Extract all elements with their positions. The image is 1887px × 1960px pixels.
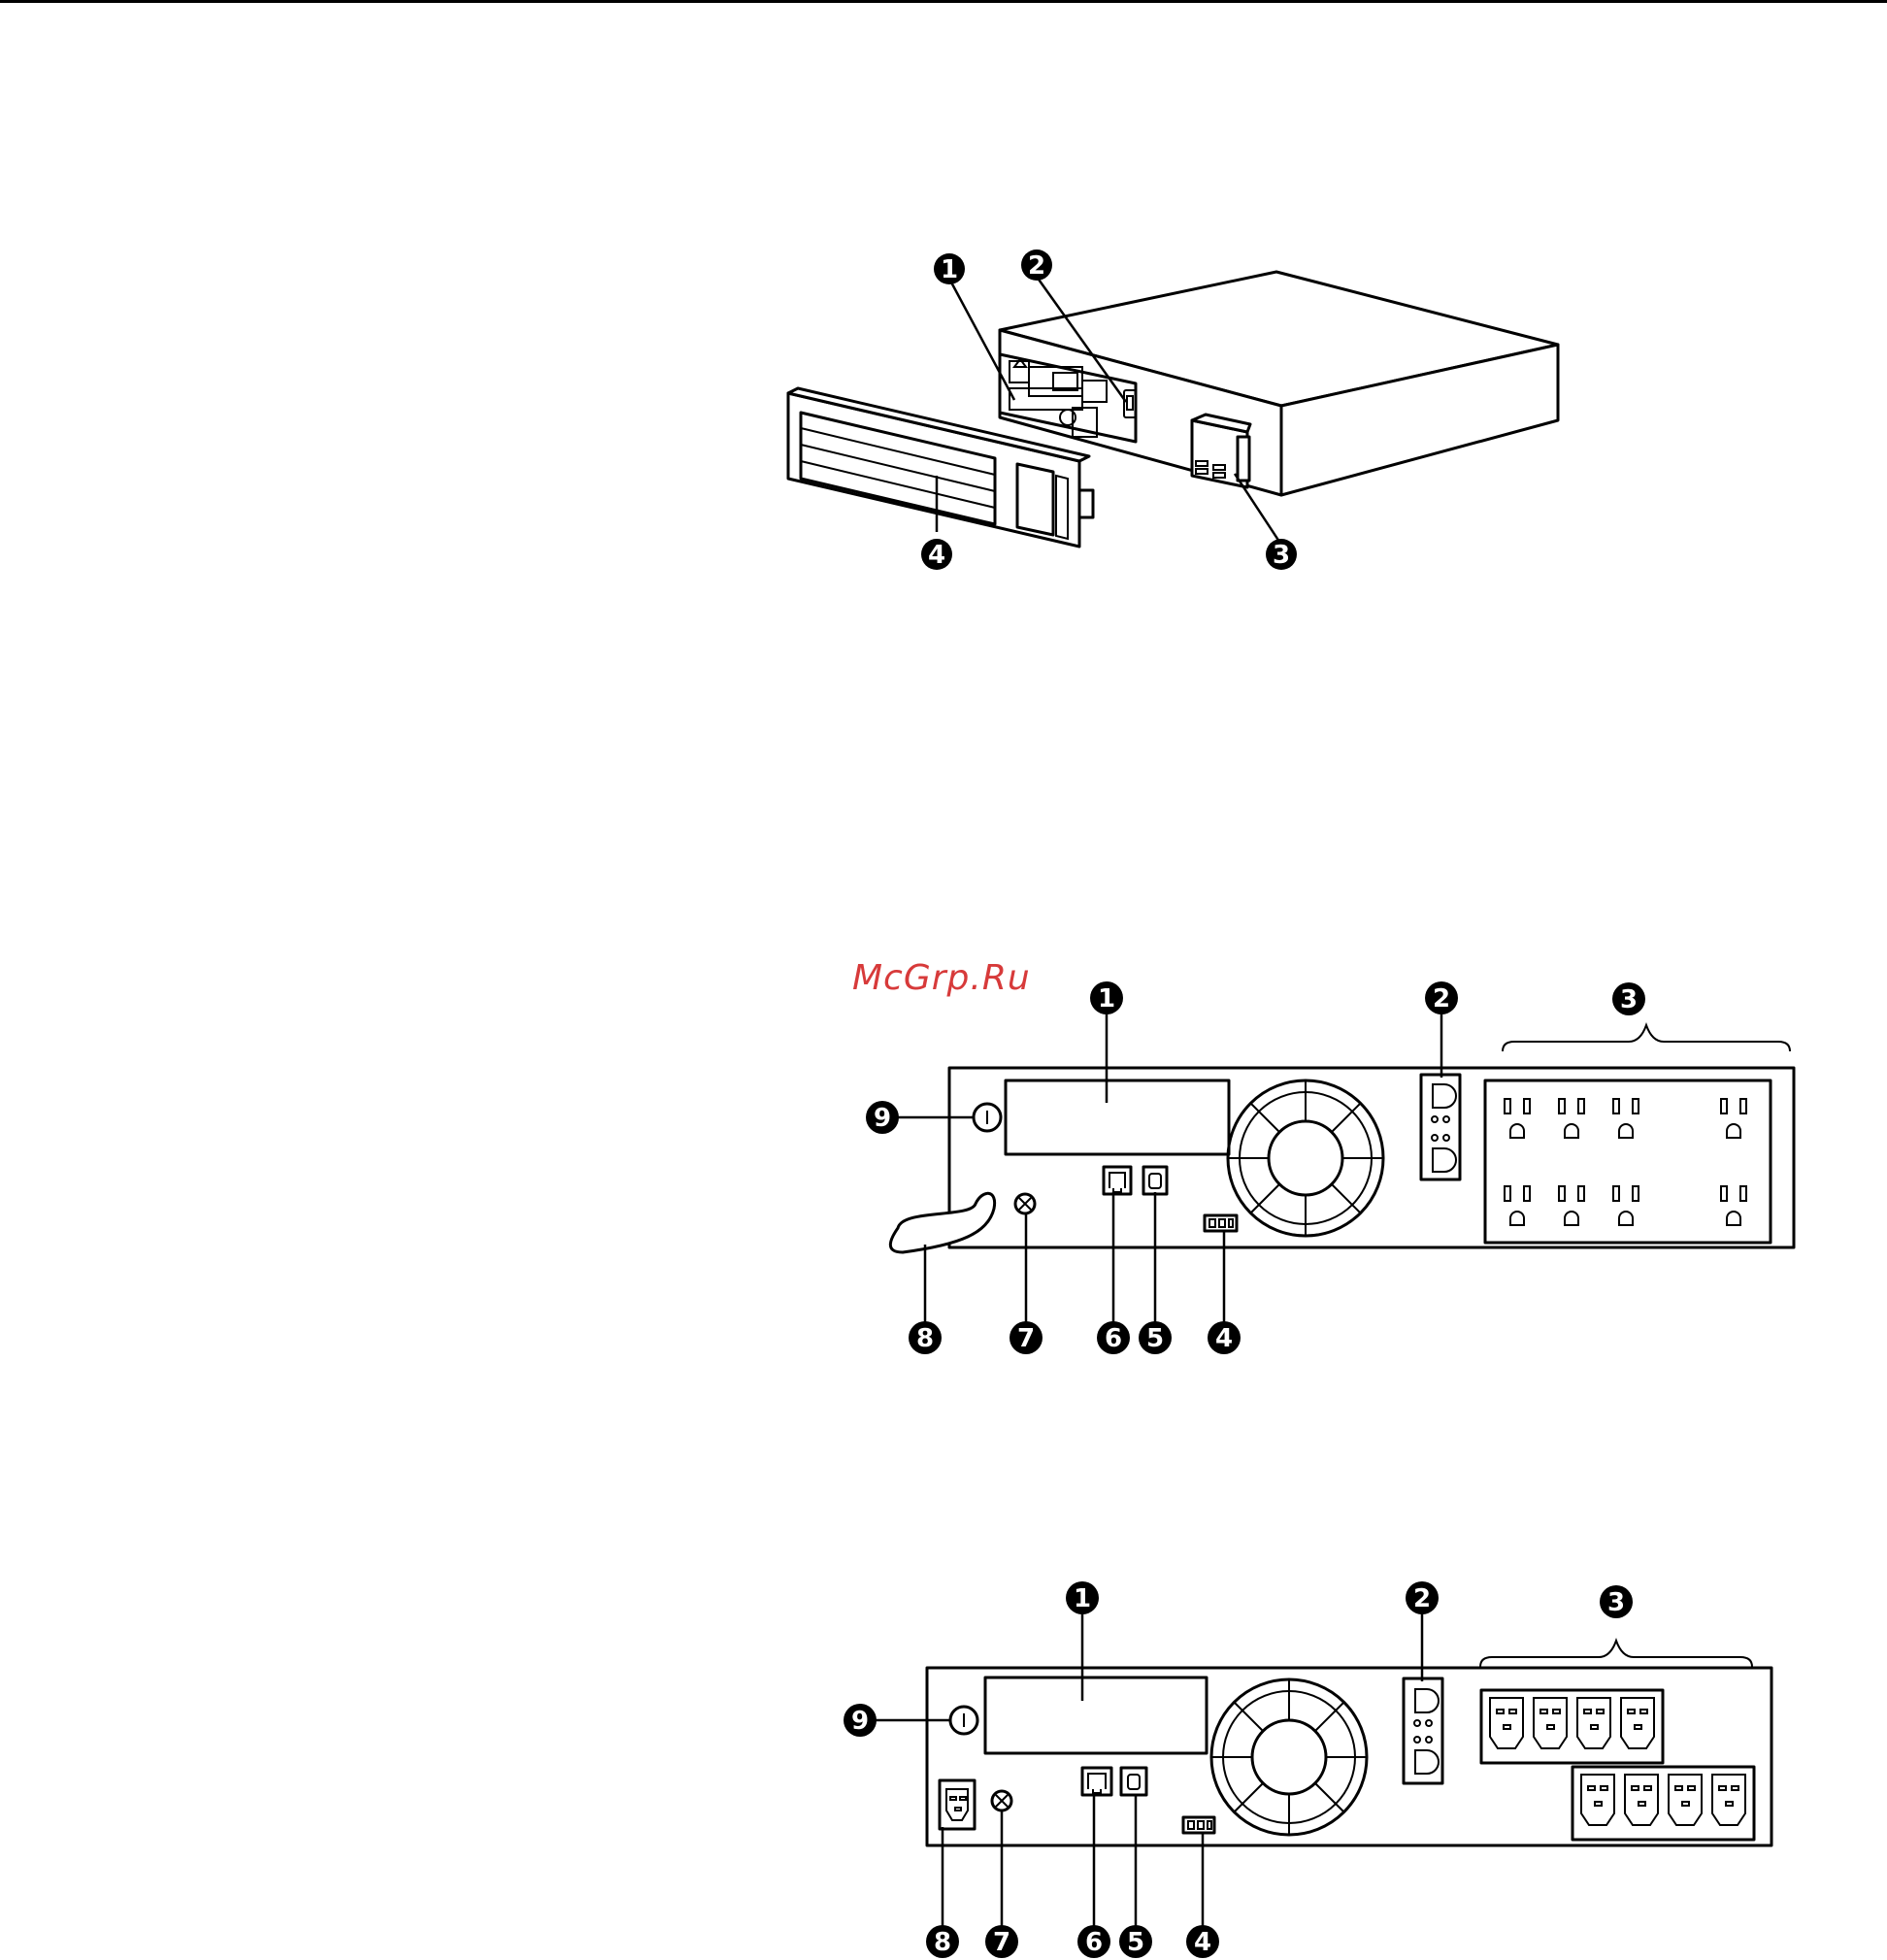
front-control-panel: [1192, 415, 1250, 487]
callout-9: 9: [866, 1101, 899, 1134]
top-rule: [0, 0, 1887, 3]
callout-4: 4: [921, 539, 952, 570]
callout-8: 8: [926, 1925, 959, 1958]
callout-9: 9: [844, 1704, 877, 1737]
svg-text:3: 3: [1607, 1588, 1625, 1617]
callout-4: 4: [1186, 1925, 1219, 1958]
callout-6: 6: [1097, 1321, 1130, 1354]
svg-text:8: 8: [916, 1324, 934, 1353]
callout-7: 7: [985, 1925, 1018, 1958]
callout-7: 7: [1010, 1321, 1043, 1354]
callout-5: 5: [1139, 1321, 1172, 1354]
callout-3: 3: [1266, 539, 1297, 570]
svg-text:7: 7: [993, 1928, 1010, 1957]
svg-text:9: 9: [874, 1104, 891, 1133]
callout-5: 5: [1119, 1925, 1152, 1958]
ups-chassis: [1000, 272, 1558, 495]
callout-4: 4: [1208, 1321, 1241, 1354]
svg-text:2: 2: [1028, 251, 1045, 281]
svg-text:4: 4: [1194, 1928, 1211, 1957]
callout-6: 6: [1077, 1925, 1110, 1958]
svg-text:3: 3: [1273, 541, 1290, 570]
callout-1: 1: [1066, 1581, 1099, 1614]
svg-text:8: 8: [934, 1928, 951, 1957]
front-view-figure: 1 2 3 4: [0, 233, 1887, 602]
rear-view-iec-figure: 1 2 3 4 5 6 7 8 9: [0, 1573, 1887, 1960]
svg-text:4: 4: [928, 541, 945, 570]
svg-text:5: 5: [1146, 1324, 1164, 1353]
svg-text:2: 2: [1413, 1584, 1431, 1613]
svg-text:6: 6: [1085, 1928, 1103, 1957]
callout-2: 2: [1021, 249, 1052, 281]
callout-3: 3: [1600, 1585, 1633, 1618]
outlet-bracket: [1503, 1025, 1790, 1051]
svg-text:1: 1: [1098, 984, 1115, 1013]
callout-8: 8: [909, 1321, 942, 1354]
rear-view-nema-figure: 1 2 3 4 5 6 7 8 9: [0, 971, 1887, 1379]
svg-text:4: 4: [1215, 1324, 1233, 1353]
callout-2: 2: [1406, 1581, 1439, 1614]
svg-text:1: 1: [1074, 1584, 1091, 1613]
svg-text:1: 1: [941, 255, 958, 284]
svg-text:7: 7: [1017, 1324, 1035, 1353]
callout-2: 2: [1425, 981, 1458, 1014]
outlet-bracket: [1480, 1641, 1752, 1667]
svg-text:6: 6: [1105, 1324, 1122, 1353]
svg-text:3: 3: [1620, 985, 1638, 1014]
callout-1: 1: [934, 253, 965, 284]
callout-1: 1: [1090, 981, 1123, 1014]
callout-3: 3: [1612, 982, 1645, 1015]
svg-text:9: 9: [851, 1707, 869, 1736]
svg-text:2: 2: [1433, 984, 1450, 1013]
svg-text:5: 5: [1127, 1928, 1144, 1957]
